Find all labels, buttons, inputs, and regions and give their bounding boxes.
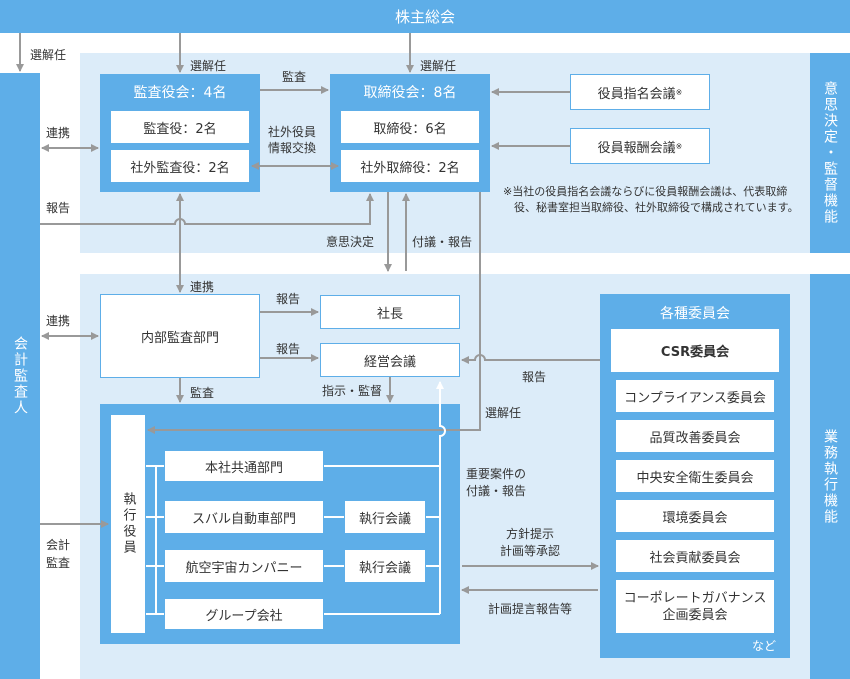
governance-label: 意思決定・監督機能 — [822, 81, 838, 225]
label-houkoku-management: 報告 — [276, 342, 301, 356]
compensation-meeting-label: 役員報酬会議 — [597, 140, 676, 156]
outside-directors-box: 社外取締役：2名 — [340, 149, 480, 183]
president-box: 社長 — [320, 295, 460, 329]
social-committee-box: 社会貢献委員会 — [615, 539, 775, 573]
label-outside-info-exchange: 社外役員 情報交換 — [268, 125, 317, 155]
label-renkei-auditor: 連携 — [46, 314, 71, 328]
label-senkainin-auditor: 選解任 — [30, 48, 67, 62]
label-juyo-anken: 重要案件の 付議・報告 — [466, 467, 527, 498]
label-fugi-houkoku: 付議・報告 — [412, 235, 473, 249]
internal-audit-box: 内部監査部門 — [100, 294, 260, 378]
label-renkei-audit-board: 連携 — [46, 126, 71, 140]
safety-committee-box: 中央安全衛生委員会 — [615, 459, 775, 493]
label-houkoku-president: 報告 — [276, 292, 301, 306]
label-kaikei-kansa: 会計 監査 — [46, 538, 71, 570]
label-keikaku: 計画提言報告等 — [488, 602, 573, 616]
board-of-directors-title: 取締役会：8名 — [363, 85, 457, 101]
compliance-committee-box: コンプライアンス委員会 — [615, 379, 775, 413]
label-houkoku-board: 報告 — [46, 201, 71, 215]
directors-box: 取締役：6名 — [340, 110, 480, 144]
nomination-meeting-box: 役員指名会議※ — [570, 74, 710, 110]
quality-committee-box: 品質改善委員会 — [615, 419, 775, 453]
executive-meeting-box-2: 執行会議 — [344, 549, 426, 583]
nomination-meeting-label: 役員指名会議 — [597, 86, 676, 102]
subaru-automotive-box: スバル自動車部門 — [164, 500, 324, 534]
executive-officers-box: 執行役員 — [110, 414, 146, 634]
auditors-box: 監査役：2名 — [110, 110, 250, 144]
executive-meeting-box-1: 執行会議 — [344, 500, 426, 534]
aerospace-company-box: 航空宇宙カンパニー — [164, 549, 324, 583]
label-senkainin-audit-board: 選解任 — [190, 59, 227, 73]
execution-column: 業務執行機能 — [810, 274, 850, 679]
execution-label: 業務執行機能 — [822, 428, 838, 525]
label-renkei-internal: 連携 — [190, 280, 215, 294]
label-kansa-execution: 監査 — [190, 386, 215, 400]
label-houkoku-committees: 報告 — [522, 370, 547, 384]
csr-committee-box: CSR委員会 — [610, 328, 780, 373]
compensation-meeting-box: 役員報酬会議※ — [570, 128, 710, 164]
governance-column: 意思決定・監督機能 — [810, 53, 850, 253]
label-houshin: 方針提示 計画等承認 — [500, 527, 561, 558]
nomination-note-mark: ※ — [675, 87, 683, 97]
management-meeting-box: 経営会議 — [320, 343, 460, 377]
group-companies-box: グループ会社 — [164, 598, 324, 630]
committee-note: ※当社の役員指名会議ならびに役員報酬会議は、代表取締役、秘書室担当取締役、社外取… — [503, 185, 799, 214]
label-senkainin-officers: 選解任 — [485, 406, 522, 420]
committees-etc: など — [751, 639, 776, 653]
executive-officers-label: 執行役員 — [120, 492, 136, 556]
audit-board-title: 監査役会：4名 — [133, 85, 227, 101]
outside-auditors-box: 社外監査役：2名 — [110, 149, 250, 183]
shareholders-meeting-label: 株主総会 — [394, 8, 455, 26]
label-ishi-kettei: 意思決定 — [326, 235, 375, 249]
accounting-auditor-label: 会計監査人 — [12, 336, 28, 416]
environment-committee-box: 環境委員会 — [615, 499, 775, 533]
label-senkainin-board: 選解任 — [420, 59, 457, 73]
label-kansa-board: 監査 — [282, 70, 307, 84]
accounting-auditor-column: 会計監査人 — [0, 73, 40, 679]
shareholders-meeting-band: 株主総会 — [0, 0, 850, 33]
compensation-note-mark: ※ — [675, 141, 683, 151]
committees-title: 各種委員会 — [660, 306, 730, 322]
corporate-division-box: 本社共通部門 — [164, 450, 324, 482]
cg-committee-box: コーポレートガバナンス企画委員会 — [615, 579, 775, 634]
label-shiji-kantoku: 指示・監督 — [322, 384, 383, 398]
